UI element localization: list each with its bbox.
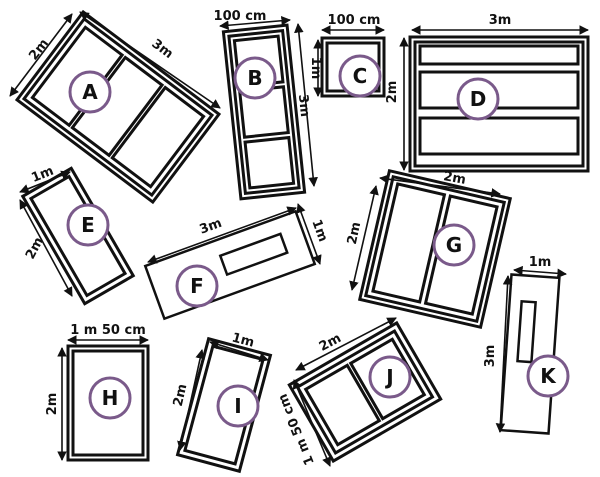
figure-label: F xyxy=(190,274,204,298)
dim-label: 1m xyxy=(29,164,56,186)
dim-label: 2m xyxy=(23,235,47,262)
figure-label: C xyxy=(353,64,368,88)
dim-label: 3m xyxy=(149,36,176,62)
figure-label: J xyxy=(384,365,393,389)
figure-label: I xyxy=(234,394,241,418)
window-f: 3m 1m F xyxy=(143,203,330,321)
window-e: 1m 2m E xyxy=(19,164,136,306)
dim-label: 2m xyxy=(385,81,400,104)
figure-label: K xyxy=(540,364,557,388)
figure-label: H xyxy=(102,386,119,410)
dim-label: 3m xyxy=(483,345,498,368)
window-d: 3m 2m D xyxy=(385,13,590,173)
figure-label: B xyxy=(247,66,262,90)
window-c: 100 cm 1m C xyxy=(308,13,386,98)
dim-label: 1m xyxy=(308,218,330,244)
dim-label: 100 cm xyxy=(328,13,381,28)
dim-label: 2m xyxy=(45,393,60,416)
dim-label: 1m xyxy=(308,57,323,80)
dim-label: 1 m 50 cm xyxy=(276,391,318,467)
window-b: 100 cm 3m B xyxy=(214,9,318,201)
dim-label: 3m xyxy=(489,13,512,28)
dim-label: 2m xyxy=(317,331,344,355)
window-i: 1m 2m I xyxy=(171,330,273,474)
dim-label: 1 m 50 cm xyxy=(70,323,146,338)
window-k: 1m 3m K xyxy=(483,255,570,435)
dim-label: 2m xyxy=(442,169,467,188)
dim-label: 3m xyxy=(295,94,312,118)
figure-label: D xyxy=(470,87,487,111)
window-g: 2m 2m G xyxy=(345,168,513,330)
dim-label: 100 cm xyxy=(214,9,267,24)
dim-label: 1m xyxy=(230,330,256,350)
window-h: 1 m 50 cm 2m H xyxy=(45,323,150,462)
dim-label: 2m xyxy=(171,383,191,408)
dim-label: 2m xyxy=(345,221,364,246)
window-j: 2m 1 m 50 cm J xyxy=(276,317,443,467)
dim-label: 1m xyxy=(529,255,552,270)
figure-label: A xyxy=(82,80,98,104)
figure-label: E xyxy=(81,213,95,237)
dim-label: 3m xyxy=(198,216,224,238)
figure-label: G xyxy=(446,233,462,257)
